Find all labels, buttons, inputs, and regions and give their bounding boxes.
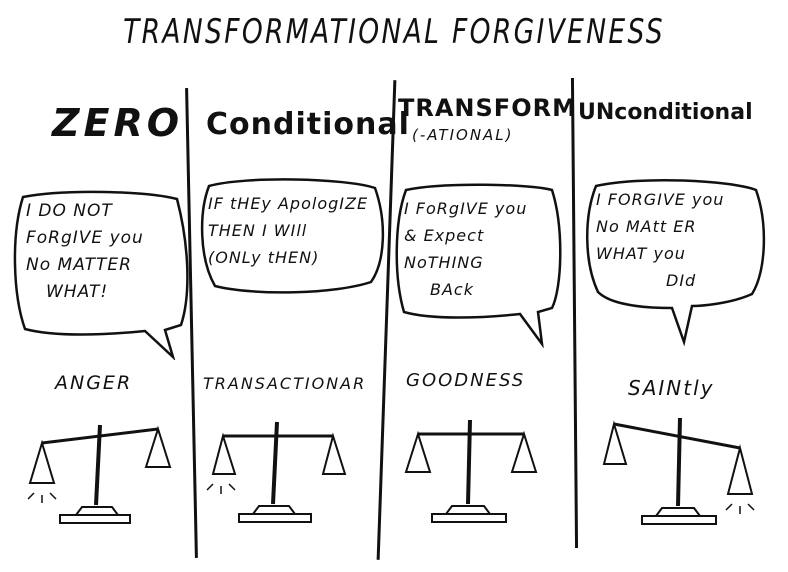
bubble-line: I FORGIVE you: [596, 190, 725, 209]
speech-bubble: [586, 178, 766, 347]
balance-scale-icon: [27, 424, 172, 524]
bubble-line: FoRgIVE you: [26, 228, 144, 248]
speech-bubble-text: IF tHEy ApologIZE THEN I WIll (ONLy tHEN…: [208, 190, 368, 271]
speech-bubble-text: I DO NOT FoRgIVE you No MATTER WHAT!: [26, 198, 144, 306]
balance-scale-icon: [404, 419, 538, 523]
balance-scale-icon: [206, 421, 347, 523]
column-label: TRANSACTIONAR: [203, 374, 367, 393]
column-label: SAINtly: [628, 376, 715, 400]
bubble-line: & Expect: [404, 226, 485, 245]
column-heading: Conditional: [206, 107, 410, 142]
bubble-line: I DO NOT: [26, 201, 113, 221]
column-label: GOODNESS: [406, 370, 526, 391]
column-heading: UNconditional: [578, 100, 753, 125]
bubble-line: BAck: [430, 280, 474, 299]
speech-bubble: [200, 178, 385, 294]
bubble-line: WHAT you: [596, 244, 686, 263]
page-title: TRANSFORMATIONAL FORGIVENESS: [123, 12, 665, 52]
bubble-line: (ONLy tHEN): [208, 248, 320, 267]
column-heading: TRANSFORM: [398, 94, 577, 122]
column-heading: ZERO: [52, 101, 184, 145]
bubble-line: WHAT!: [46, 282, 109, 302]
speech-bubble: [13, 190, 189, 360]
speech-bubble-text: I FORGIVE you No MAtt ER WHAT you DId: [596, 186, 724, 294]
column-subheading: (-ATIONAL): [412, 126, 514, 144]
balance-scale-icon: [602, 417, 755, 525]
bubble-line: I FoRgIVE you: [404, 199, 528, 218]
speech-bubble-text: I FoRgIVE you & Expect NoTHING BAck: [404, 195, 527, 303]
column-label: ANGER: [55, 372, 133, 394]
bubble-line: No MATTER: [26, 255, 132, 275]
column-divider: [570, 77, 579, 549]
bubble-line: NoTHING: [404, 253, 484, 272]
bubble-line: IF tHEy ApologIZE: [208, 194, 369, 213]
bubble-line: THEN I WIll: [208, 221, 308, 240]
speech-bubble: [395, 183, 562, 348]
bubble-line: No MAtt ER: [596, 217, 697, 236]
bubble-line: DId: [666, 271, 697, 290]
